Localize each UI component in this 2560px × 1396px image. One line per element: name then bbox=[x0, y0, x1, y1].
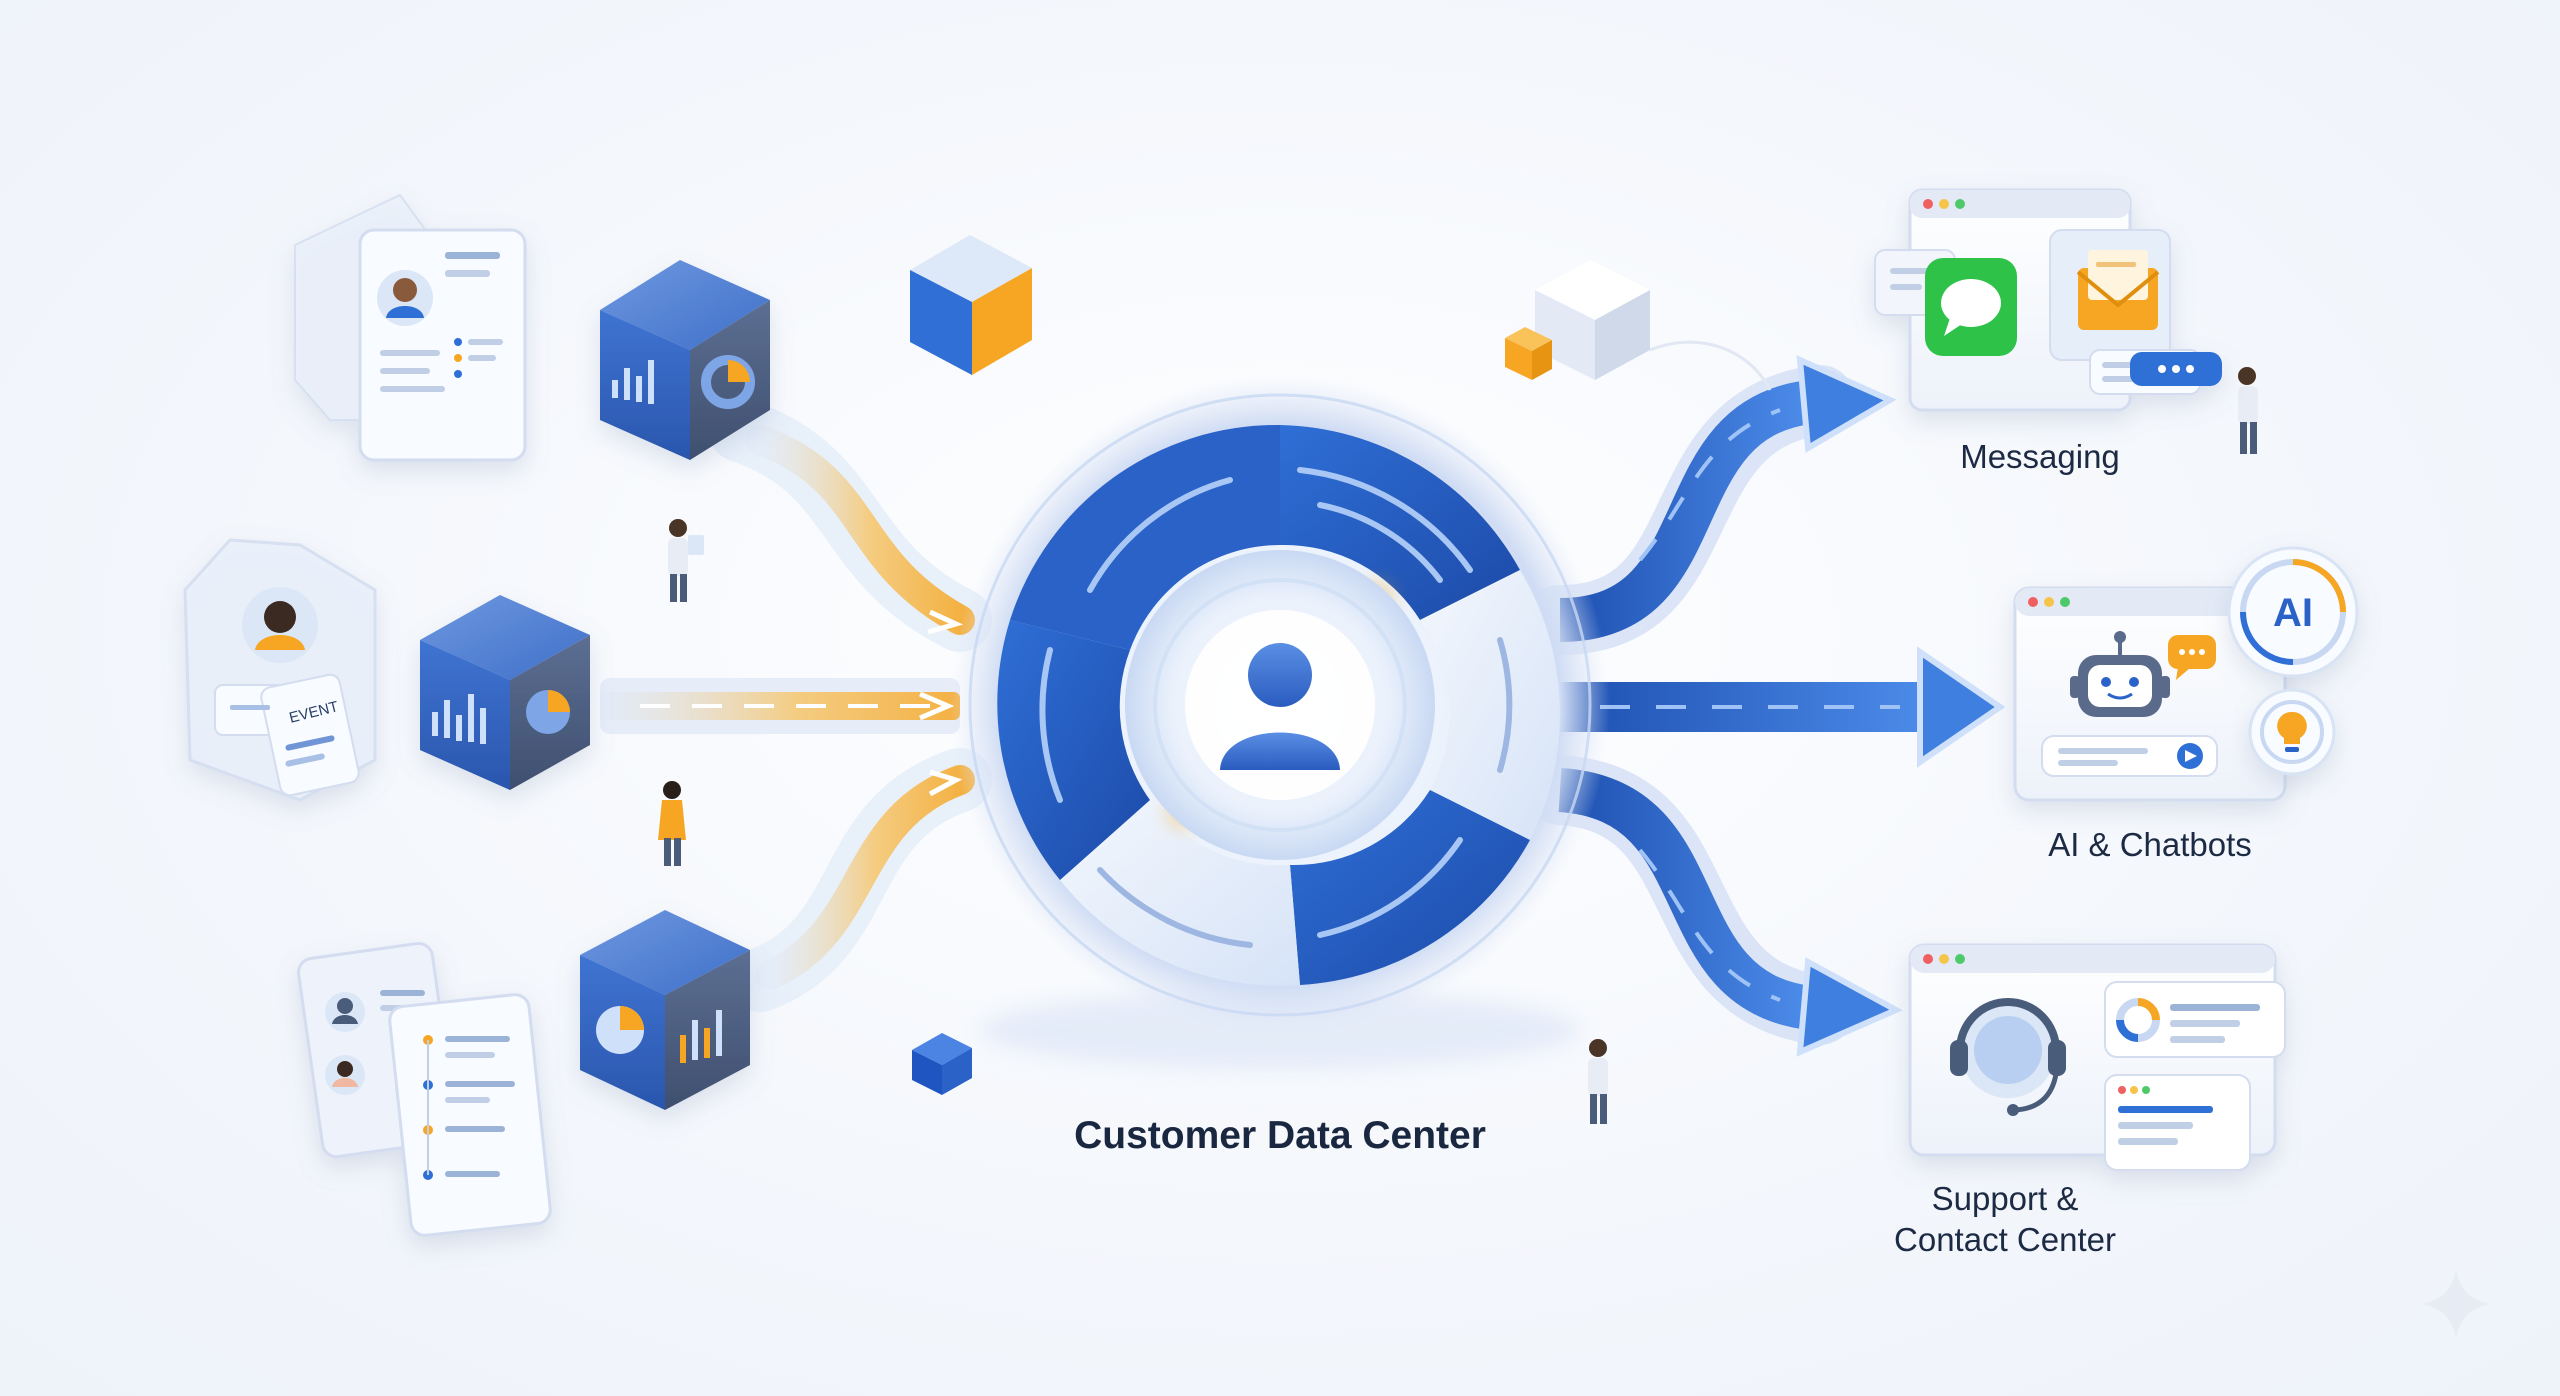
messaging-panel bbox=[1874, 188, 2222, 412]
customer-data-hub bbox=[950, 375, 1610, 1035]
pie-chart-icon bbox=[526, 690, 570, 734]
robot-icon bbox=[2070, 631, 2170, 717]
center-label: Customer Data Center bbox=[1074, 1114, 1486, 1157]
event-card: EVENT bbox=[183, 538, 377, 802]
support-label-line2: Contact Center bbox=[1894, 1221, 2116, 1259]
ai-chatbot-panel bbox=[2013, 586, 2287, 802]
profile-card-top bbox=[294, 193, 527, 462]
ai-chatbots-label: AI & Chatbots bbox=[2048, 826, 2252, 863]
person-figure bbox=[1588, 1039, 1608, 1124]
lightbulb-icon bbox=[2248, 688, 2336, 776]
support-label-line1: Support & bbox=[1931, 1180, 2079, 1217]
data-cube-bottom bbox=[580, 910, 750, 1110]
person-figure bbox=[668, 519, 704, 602]
messaging-label: Messaging bbox=[1960, 438, 2120, 475]
profile-card-bottom bbox=[297, 941, 552, 1237]
floating-cube-white bbox=[1505, 260, 1772, 391]
pie-chart-icon bbox=[596, 1006, 644, 1054]
user-icon bbox=[1220, 643, 1340, 770]
output-flows bbox=[1525, 355, 2006, 1057]
ai-badge-text: AI bbox=[2273, 591, 2313, 635]
bar-chart-icon bbox=[680, 1010, 722, 1063]
support-panel bbox=[1908, 943, 2286, 1171]
envelope-icon bbox=[2076, 250, 2160, 330]
sparkle-icon bbox=[2422, 1270, 2490, 1338]
pie-chart-icon bbox=[701, 355, 755, 409]
floating-cube-small bbox=[912, 1033, 972, 1095]
bar-chart-icon bbox=[432, 694, 486, 744]
headset-icon bbox=[1950, 998, 2066, 1116]
ai-badge: AI bbox=[2227, 546, 2359, 678]
person-figure bbox=[658, 781, 686, 866]
chat-bubble-icon bbox=[1925, 258, 2017, 356]
support-contact-label: Support & Contact Center bbox=[1840, 1178, 2170, 1261]
data-cube-top bbox=[600, 260, 770, 460]
person-figure bbox=[2238, 367, 2258, 454]
bar-chart-icon bbox=[612, 360, 654, 404]
floating-cube-orange bbox=[910, 235, 1032, 375]
chat-bubble-icon bbox=[2168, 635, 2216, 680]
data-cube-middle bbox=[420, 595, 590, 790]
input-flows bbox=[600, 398, 992, 1012]
